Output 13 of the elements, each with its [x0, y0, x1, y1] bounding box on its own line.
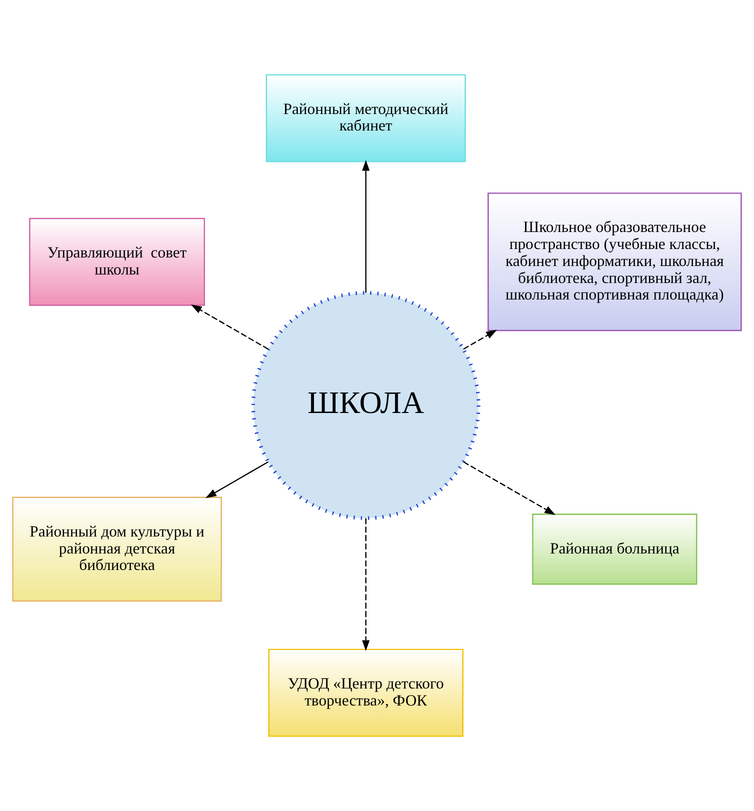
arrow: [463, 461, 556, 515]
arrow: [206, 461, 269, 498]
node-box: Районная больница: [532, 514, 698, 585]
arrow: [190, 304, 269, 350]
node-box: УДОД «Центр детского творчества», ФОК: [268, 648, 464, 737]
arrow: [463, 330, 497, 350]
arrow: [362, 160, 370, 293]
node-box: Районный методический кабинет: [266, 74, 466, 162]
node-box: Районный дом культуры и районная детская библиотека: [12, 496, 222, 602]
node-box: Управляющий совет школы: [29, 218, 205, 306]
node-circle: ШКОЛА: [251, 291, 480, 520]
node-box: Школьное образовательное пространство (учебные классы, кабинет информатики, школьная библиотека, спортивный зал, школьная спортивная площадка): [488, 192, 742, 332]
arrow: [362, 518, 370, 652]
